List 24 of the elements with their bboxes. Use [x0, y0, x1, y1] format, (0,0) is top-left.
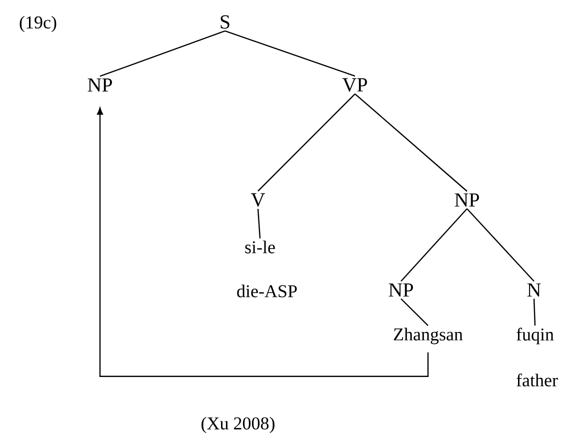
gloss-label: father — [516, 374, 558, 386]
category-label: NP — [454, 193, 479, 207]
text-label: (19c) — [20, 16, 56, 32]
category-label: NP — [88, 78, 112, 92]
tree-branch — [257, 208, 261, 238]
tree-branch — [400, 208, 468, 282]
category-label: N — [527, 283, 541, 297]
text-label: (Xu 2008) — [202, 416, 274, 434]
tree-branch — [533, 298, 536, 326]
word-label: si-le — [245, 240, 275, 254]
tree-branch — [466, 208, 534, 282]
word-label: fuqin — [516, 328, 554, 344]
category-label: NP — [388, 283, 413, 297]
category-label: VP — [342, 78, 367, 92]
gloss-label: die-ASP — [237, 284, 297, 298]
tree-branch — [354, 93, 468, 192]
category-label: V — [251, 193, 265, 207]
category-label: S — [220, 15, 230, 29]
tree-branch — [400, 298, 428, 326]
tree-branch — [100, 30, 226, 77]
movement-arrow — [96, 108, 429, 377]
word-label: Zhangsan — [394, 328, 463, 344]
tree-branch — [258, 93, 356, 192]
tree-branch — [224, 30, 356, 77]
